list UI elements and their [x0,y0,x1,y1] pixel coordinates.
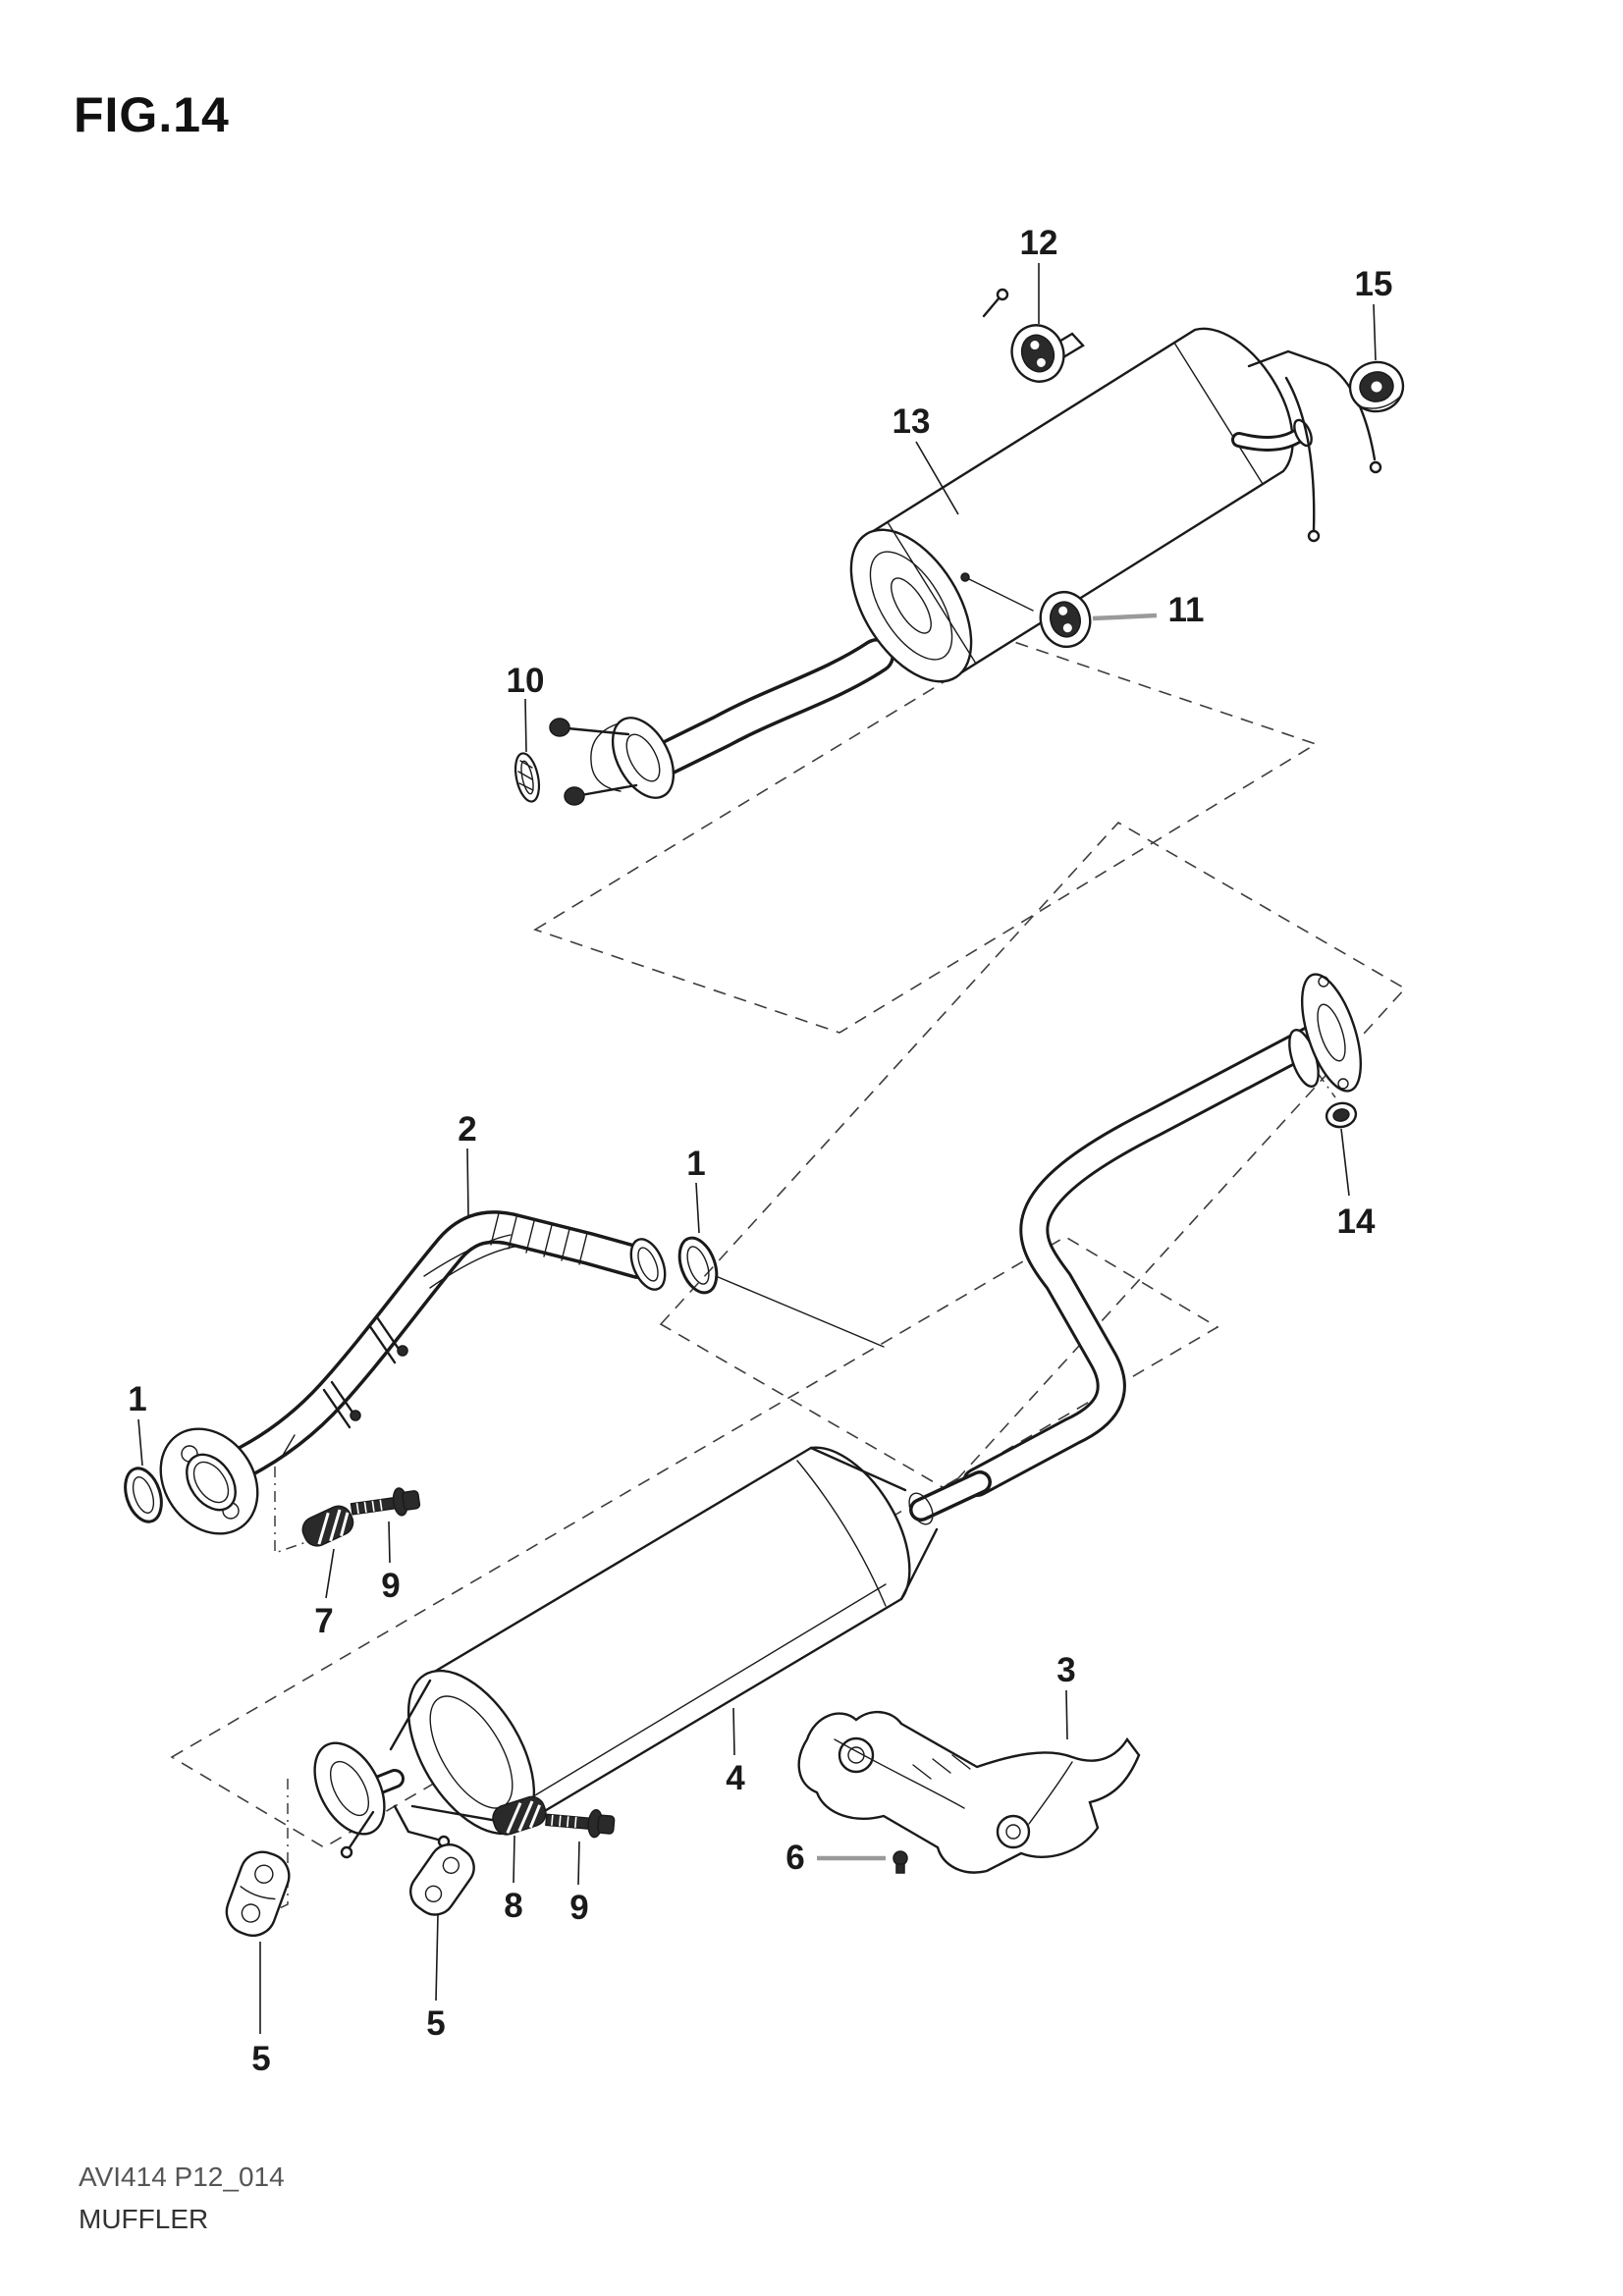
grommet-11 [1039,590,1092,649]
center-muffler-4 [313,1446,992,1859]
figure-footer: AVI414 P12_014 MUFFLER [79,2156,285,2241]
gasket-10 [514,752,541,803]
bolt-9-lower [545,1808,616,1839]
mounting-5-left [225,1850,291,1937]
rear-muffler-13 [549,288,1382,806]
mounting-5-right [409,1842,475,1916]
projection-plane-middle [659,821,1407,1492]
gasket-1-left [124,1467,163,1523]
nut-15 [1348,360,1405,413]
bolt-9-upper [350,1487,421,1517]
spring-7 [301,1505,354,1547]
leader-lines [137,263,1377,2034]
projection-plane-upper [533,640,1318,1034]
spring-8 [492,1795,547,1836]
drawing-code: AVI414 P12_014 [79,2162,285,2192]
figure-name: MUFFLER [79,2204,209,2235]
nut-14 [1325,1101,1358,1129]
bracket-3 [797,1711,1141,1874]
gasket-1-right [677,1236,885,1348]
front-pipe-2 [159,1210,667,1535]
projection-plane-lower [170,1236,1219,1848]
bolt-6 [893,1850,908,1874]
center-pipe [962,973,1363,1497]
figure-number: FIG.14 [74,87,230,142]
grommet-12 [1010,324,1065,383]
